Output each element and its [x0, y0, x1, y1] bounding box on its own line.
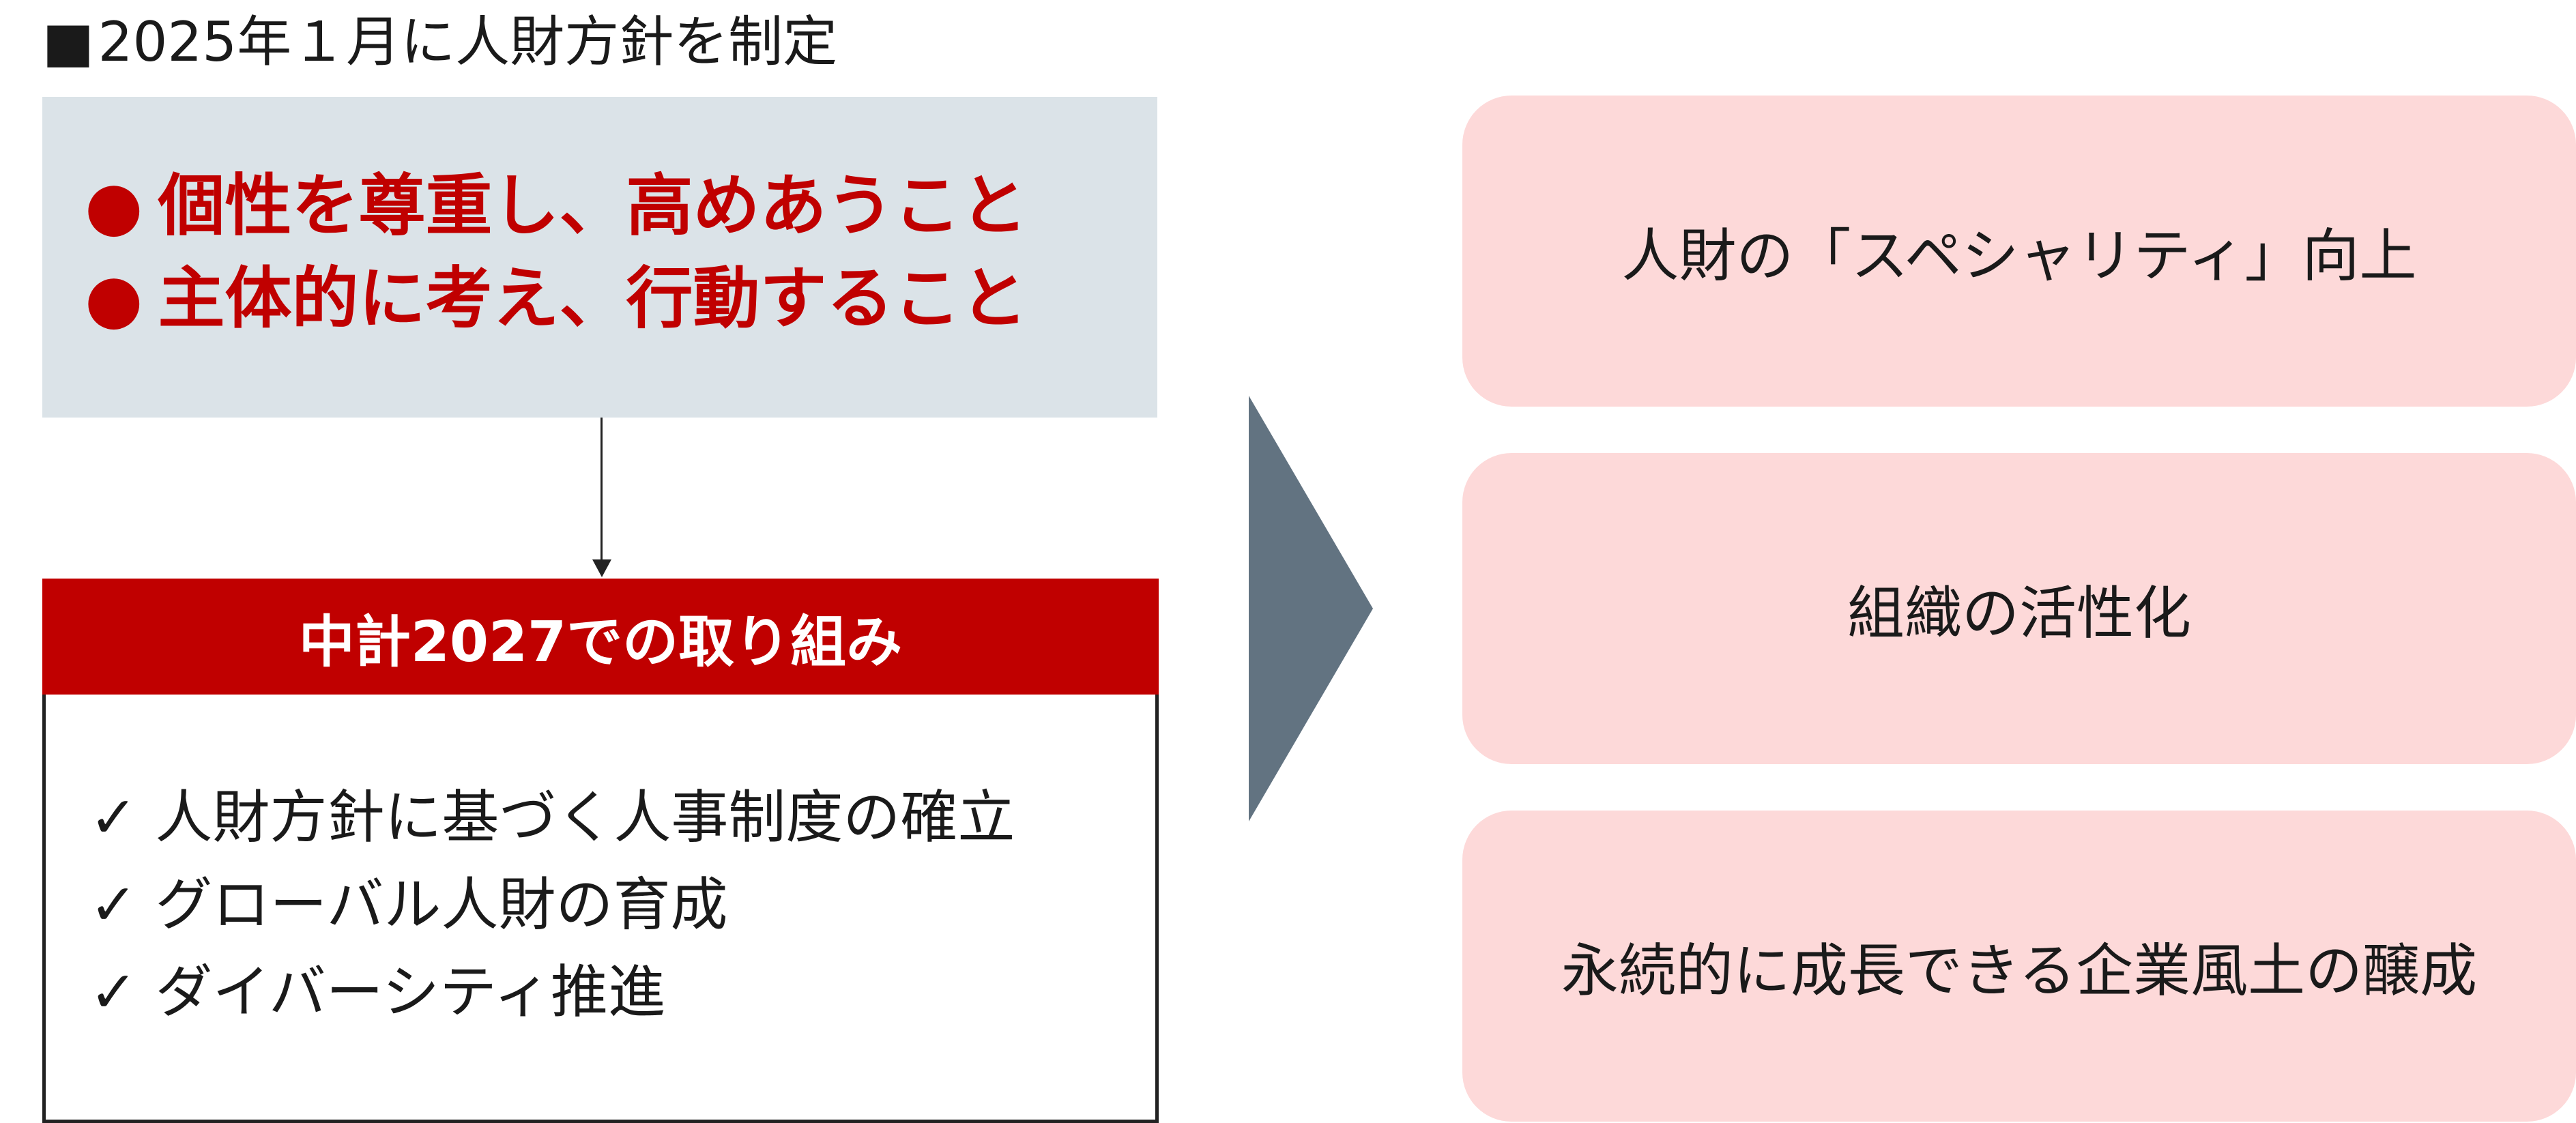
flow-arrow-icon: [1249, 396, 1373, 821]
policy-item: ●個性を尊重し、高めあうこと: [85, 160, 1157, 252]
checkmark-icon: ✓: [89, 784, 138, 851]
bullet-dot-icon: ●: [85, 167, 143, 245]
plan-item-text: 人財方針に基づく人事制度の確立: [155, 784, 1015, 851]
page-heading: ■2025年１月に人財方針を制定: [42, 10, 837, 75]
policy-item-text: 主体的に考え、行動すること: [158, 260, 1028, 338]
connector-arrowhead-icon: [592, 559, 611, 577]
plan-item-text: グローバル人財の育成: [155, 871, 728, 938]
outcome-item: 永続的に成長できる企業風土の醸成: [1462, 811, 2576, 1122]
connector-line: [600, 418, 603, 561]
checkmark-icon: ✓: [89, 871, 138, 938]
plan-list: ✓ 人財方針に基づく人事制度の確立 ✓ グローバル人財の育成 ✓ ダイバーシティ推進: [46, 695, 1155, 1036]
plan-item-text: ダイバーシティ推進: [155, 959, 665, 1025]
plan-title: 中計2027での取り組み: [42, 579, 1159, 695]
bullet-dot-icon: ●: [85, 260, 143, 338]
outcome-item: 人財の「スペシャリティ」向上: [1462, 96, 2576, 407]
hr-policy-box: ●個性を尊重し、高めあうこと ●主体的に考え、行動すること: [42, 97, 1157, 418]
plan-item: ✓ ダイバーシティ推進: [89, 948, 1155, 1036]
checkmark-icon: ✓: [89, 959, 138, 1025]
midterm-plan-box: 中計2027での取り組み ✓ 人財方針に基づく人事制度の確立 ✓ グローバル人財の育…: [42, 579, 1159, 1123]
outcome-item: 組織の活性化: [1462, 453, 2576, 764]
plan-item: ✓ 人財方針に基づく人事制度の確立: [89, 774, 1155, 861]
flow-arrow-shape: [1249, 396, 1373, 821]
policy-item-text: 個性を尊重し、高めあうこと: [158, 167, 1028, 245]
policy-item: ●主体的に考え、行動すること: [85, 252, 1157, 345]
heading-text: 2025年１月に人財方針を制定: [98, 10, 838, 74]
plan-item: ✓ グローバル人財の育成: [89, 861, 1155, 948]
square-bullet-icon: ■: [42, 10, 94, 74]
